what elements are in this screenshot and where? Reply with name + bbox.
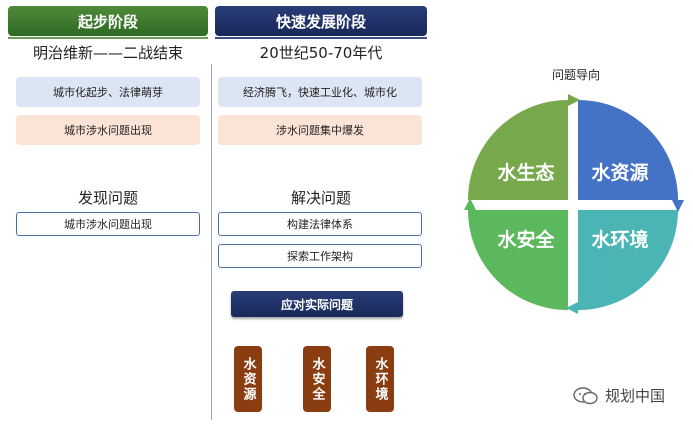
quadrant-label-safety: 水安全 (497, 228, 555, 251)
banner-practical-problems: 应对实际问题 (231, 291, 403, 317)
arrow-tip-safety (464, 198, 476, 210)
right-item-box-law: 构建法律体系 (218, 212, 422, 236)
quadrant-label-resources: 水资源 (591, 161, 648, 184)
era-left: 明治维新——二战结束 (32, 44, 183, 62)
era-right: 20世纪50-70年代 (259, 44, 383, 62)
pill-water-environment: 水环境 (366, 346, 394, 412)
wheel-title: 问题导向 (551, 68, 600, 82)
quadrant-label-environment: 水环境 (591, 228, 648, 251)
quadrant-water-resources (578, 100, 678, 200)
quadrant-water-ecology (468, 100, 568, 200)
stage-header-initial: 起步阶段 (8, 6, 208, 36)
arrow-tip-environment (566, 302, 578, 314)
right-issue-tag: 涉水问题集中爆发 (218, 115, 422, 145)
right-item-box-framework: 探索工作架构 (218, 244, 422, 268)
pill-water-safety: 水安全 (303, 346, 331, 412)
left-item-box: 城市涉水问题出现 (16, 212, 200, 236)
pill-water-resources: 水资源 (234, 346, 262, 412)
arrow-tip-resources (672, 200, 684, 212)
quadrant-water-environment (578, 210, 678, 310)
watermark: 规划中国 (573, 385, 665, 406)
wechat-icon (573, 386, 598, 404)
quadrant-label-ecology: 水生态 (497, 161, 554, 184)
right-section-title: 解决问题 (290, 189, 351, 207)
stage-header-rapid: 快速发展阶段 (215, 6, 427, 36)
right-trait-tag: 经济腾飞，快速工业化、城市化 (218, 77, 422, 107)
left-issue-tag: 城市涉水问题出现 (16, 115, 200, 145)
arrow-tip-ecology (568, 94, 580, 106)
header-underline-left (8, 37, 208, 39)
problem-wheel: 水生态 水资源 水安全 水环境 (464, 94, 684, 314)
quadrant-water-safety (468, 210, 568, 310)
left-section-title: 发现问题 (77, 189, 138, 207)
watermark-text: 规划中国 (605, 387, 666, 405)
column-divider (211, 64, 212, 420)
left-trait-tag: 城市化起步、法律萌芽 (16, 77, 200, 107)
header-underline-right (215, 37, 427, 39)
